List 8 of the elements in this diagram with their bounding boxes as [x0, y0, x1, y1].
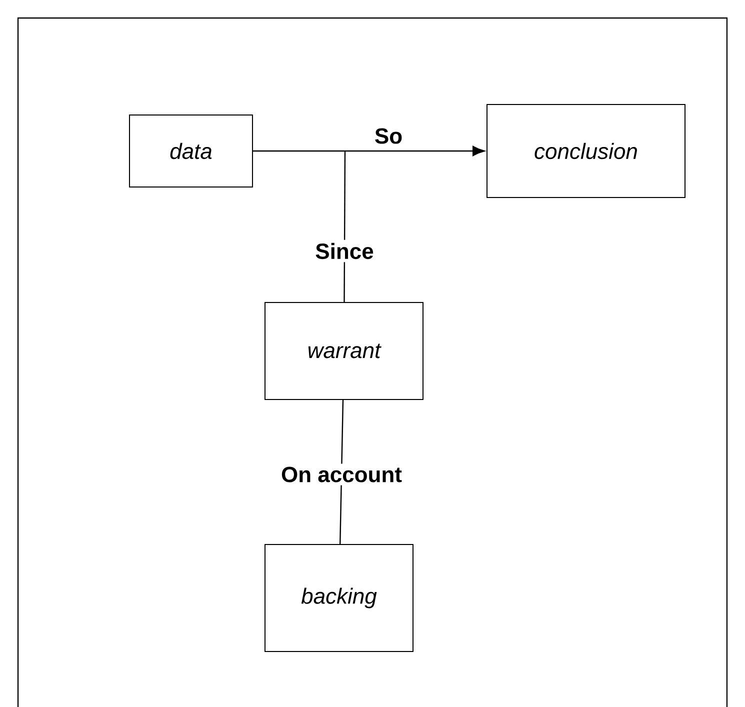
text-box: conclusion	[486, 104, 686, 198]
connector	[253, 146, 485, 156]
edge-label: So	[371, 125, 406, 147]
text-box: data	[129, 114, 253, 188]
text-box: backing	[264, 544, 414, 652]
edge-label: On account	[278, 464, 405, 486]
text-box: warrant	[264, 302, 424, 400]
edge-label: Since	[312, 240, 377, 262]
